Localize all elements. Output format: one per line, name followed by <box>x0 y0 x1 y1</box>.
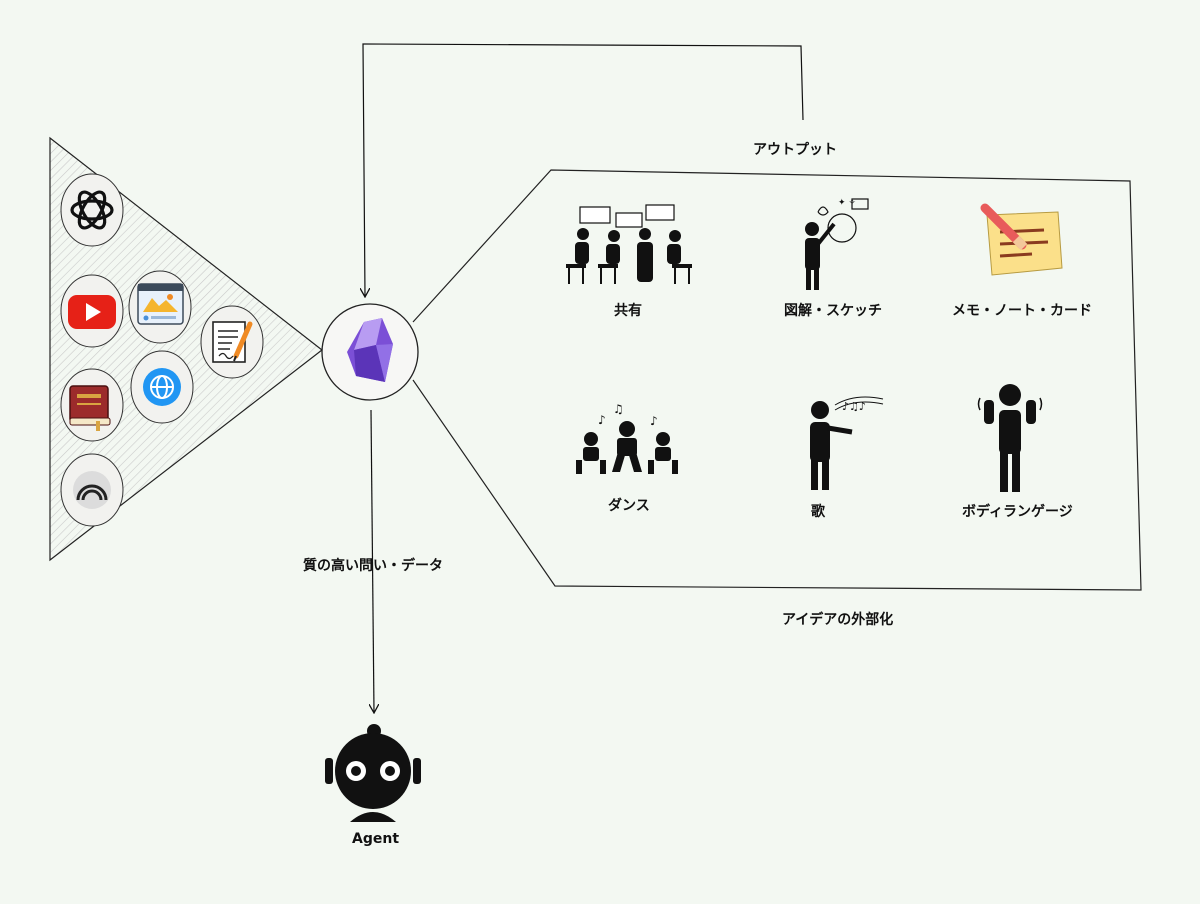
output-feedback-arrow <box>363 43 804 296</box>
source-funnel <box>49 136 323 562</box>
youtube-logo-icon <box>68 295 116 329</box>
activity-label-share: 共有 <box>614 303 642 319</box>
activity-label-dance: ダンス <box>608 498 650 514</box>
svg-text:✦ ✧: ✦ ✧ <box>838 198 856 208</box>
agent-arrow <box>371 409 374 712</box>
agent-robot-icon[interactable] <box>325 724 421 822</box>
source-web[interactable] <box>130 350 194 424</box>
idea-sketch-person-icon: ✦ ✧ <box>805 198 869 290</box>
dancers-icon: ♪ ♫ ♪ <box>576 402 678 474</box>
web-page-icon <box>137 283 184 325</box>
svg-text:♪: ♪ <box>650 414 658 428</box>
arc-logo-icon <box>73 471 111 509</box>
globe-icon <box>143 368 181 406</box>
openai-logo-icon <box>70 190 114 230</box>
obsidian-logo-icon <box>347 318 393 382</box>
activity-label-sketch: 図解・スケッチ <box>784 303 882 319</box>
singing-person-icon: ♪♫♪ <box>810 396 884 490</box>
externalization-area <box>412 169 1142 591</box>
source-book[interactable] <box>60 368 124 442</box>
activity-label-body: ボディランゲージ <box>962 504 1073 520</box>
discussion-group-icon <box>566 204 692 284</box>
source-document[interactable] <box>200 305 264 379</box>
activity-label-memo: メモ・ノート・カード <box>952 303 1092 319</box>
sticky-note-pencil-icon <box>980 203 1063 276</box>
obsidian-hub[interactable] <box>321 303 419 401</box>
source-web-page[interactable] <box>128 270 192 344</box>
agent-label: Agent <box>352 831 400 847</box>
body-language-person-icon <box>977 384 1043 492</box>
question-data-label: 質の高い問い・データ <box>303 558 443 574</box>
output-label: アウトプット <box>753 142 837 158</box>
activity-label-song: 歌 <box>811 504 825 520</box>
externalize-label: アイデアの外部化 <box>782 612 894 628</box>
svg-text:♫: ♫ <box>613 402 624 416</box>
svg-text:♪: ♪ <box>598 413 606 427</box>
book-icon <box>69 385 111 431</box>
document-pen-icon <box>212 321 253 363</box>
source-youtube[interactable] <box>60 274 124 348</box>
svg-text:♪♫♪: ♪♫♪ <box>842 400 866 413</box>
source-openai[interactable] <box>60 173 124 247</box>
source-arc[interactable] <box>60 453 124 527</box>
